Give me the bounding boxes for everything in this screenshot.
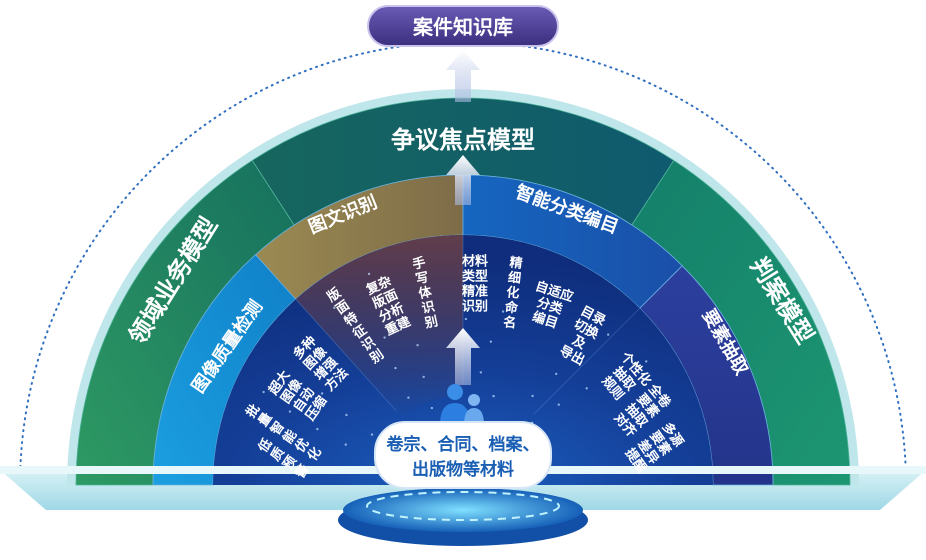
- title-text: 案件知识库: [412, 15, 513, 39]
- feature-item-line: 手: [411, 254, 427, 272]
- feature-item-line: 编目: [530, 309, 560, 332]
- source-materials-box: 卷宗、合同、档案、 出版物等材料: [374, 421, 552, 489]
- network-dot: [489, 340, 493, 343]
- network-dot: [555, 372, 558, 376]
- divider: [295, 299, 397, 411]
- feature-item-line: 体: [417, 284, 434, 303]
- feature-item-line: 类型: [462, 269, 488, 285]
- feature-item-line: 精: [509, 255, 524, 272]
- network-dot: [492, 394, 495, 398]
- network-dot: [645, 360, 648, 363]
- feature-item-line: 分类: [535, 294, 566, 318]
- network-dot: [464, 317, 468, 321]
- feature-item-line: 精准: [462, 284, 488, 300]
- network-dot: [614, 372, 618, 376]
- network-dot: [367, 272, 371, 276]
- network-dot: [580, 352, 583, 355]
- knowledge-base-title: 案件知识库: [367, 5, 559, 47]
- feature-item-line: 细: [507, 269, 522, 286]
- feature-item-line: 名: [502, 314, 517, 331]
- feature-item-line: 化: [506, 284, 521, 301]
- network-dot: [383, 336, 386, 339]
- feature-item-line: 材料: [462, 254, 488, 270]
- feature-item-line: 识: [421, 299, 437, 316]
- network-dot: [370, 433, 374, 436]
- network-dot: [345, 413, 348, 417]
- feature-items: 低质预警批量智能优化超大图像自动压缩多种图像增强方法版面特征识别复杂版面分析重建…: [243, 254, 687, 482]
- network-dot: [262, 390, 265, 394]
- network-dot: [531, 394, 534, 398]
- network-dot: [481, 254, 485, 258]
- up-arrow-icon: [446, 328, 480, 385]
- divider: [533, 308, 640, 415]
- network-dot: [585, 387, 588, 390]
- network-dot: [422, 375, 425, 379]
- network-dot: [288, 410, 292, 413]
- network-dot: [344, 443, 347, 446]
- network-dot: [606, 333, 610, 336]
- network-dot: [557, 403, 560, 406]
- network-dot: [394, 366, 397, 370]
- platform: [338, 488, 588, 546]
- network-dot: [516, 280, 519, 284]
- network-dot: [316, 427, 319, 431]
- network-dot: [479, 371, 483, 374]
- network-dot: [407, 396, 410, 399]
- feature-item-line: 命: [503, 299, 520, 316]
- network-dot: [416, 343, 419, 347]
- source-line-2: 出版物等材料: [412, 459, 514, 480]
- up-arrow-icon: [446, 155, 480, 205]
- feature-item-line: 别: [423, 314, 440, 332]
- network-dot: [472, 286, 475, 289]
- ocr-wedge: [295, 235, 463, 419]
- feature-item-line: 写: [414, 270, 430, 287]
- network-dot: [430, 406, 434, 410]
- network-dot: [333, 306, 336, 310]
- source-line-1: 卷宗、合同、档案、: [386, 434, 540, 455]
- sector-label: 争议焦点模型: [391, 126, 535, 154]
- people-icon: [440, 384, 484, 425]
- network-dot: [320, 392, 324, 395]
- up-arrow-icon: [446, 50, 480, 102]
- feature-item-line: 识别: [462, 300, 488, 315]
- network-dot: [501, 310, 505, 313]
- network-dot: [374, 304, 377, 308]
